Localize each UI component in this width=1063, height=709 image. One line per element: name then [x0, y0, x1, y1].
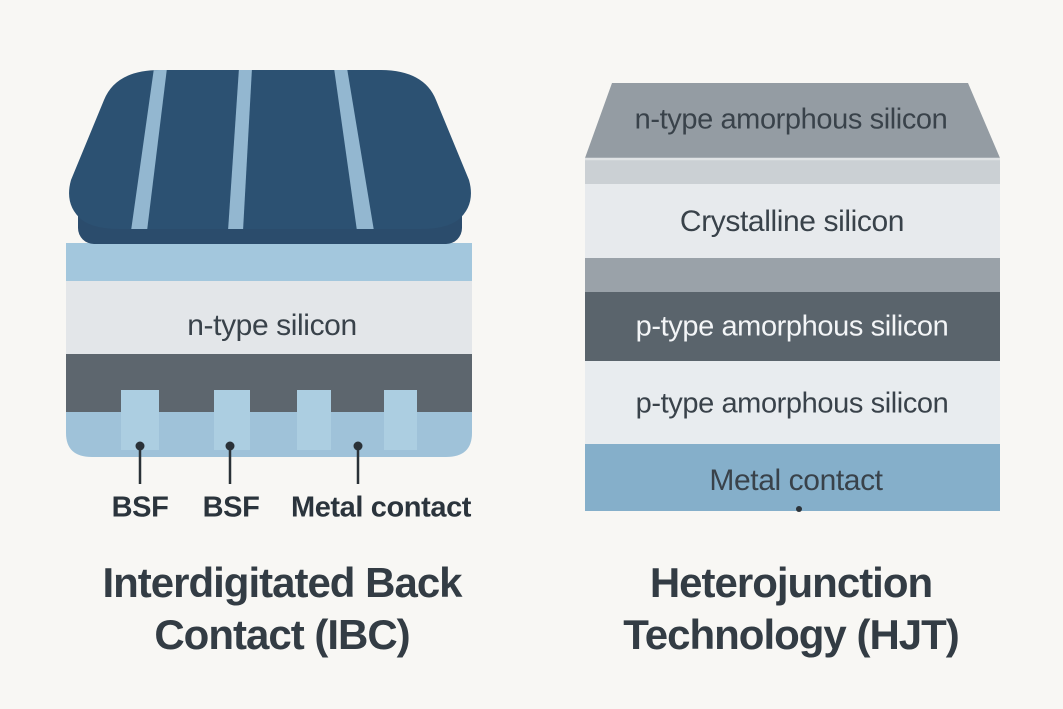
hjt-cell-illustration: [585, 83, 1000, 512]
hjt-band-light-gray: [585, 158, 1000, 184]
ibc-cell-illustration: [66, 70, 472, 484]
hjt-caption-line1: Heterojunction: [649, 559, 933, 606]
hjt-top-face: [585, 83, 1000, 158]
hjt-layer-label-p-type-1: p-type amorphous silicon: [635, 310, 949, 343]
hjt-p-type-light-layer: [585, 361, 1000, 444]
ibc-wafer-label: n-type silicon: [187, 309, 357, 342]
hjt-layer-label-crystalline: Crystalline silicon: [679, 205, 905, 238]
ibc-busbar-stripe: [334, 70, 374, 229]
leader-lines: [135, 441, 363, 484]
hjt-metal-contact-layer: [585, 444, 1000, 511]
leader-dot: [225, 441, 235, 451]
hjt-layer-label-p-type-2: p-type amorphous silicon: [635, 387, 949, 420]
ibc-finger: [214, 390, 250, 450]
ibc-annotation-bsf-1: BSF: [111, 491, 169, 524]
ibc-caption-line2: Contact (IBC): [154, 611, 410, 658]
ibc-arc-layer: [66, 243, 472, 281]
ibc-finger: [121, 390, 159, 450]
hjt-layer-label-n-type: n-type amorphous silicon: [634, 103, 948, 136]
hjt-layer-label-metal-contact: Metal contact: [709, 464, 883, 497]
ibc-busbar-stripe: [131, 70, 167, 229]
leader-dot: [135, 441, 145, 451]
hjt-crystalline-layer: [585, 184, 1000, 258]
leader-dot: [353, 441, 363, 451]
ibc-base-metal-layer: [66, 412, 472, 457]
ibc-top-face: [69, 70, 471, 229]
hjt-p-type-dark-layer: [585, 292, 1000, 361]
ibc-busbar-stripe: [228, 70, 252, 229]
stray-dot: [796, 506, 802, 512]
hjt-band-mid-gray: [585, 258, 1000, 292]
ibc-finger: [297, 390, 331, 450]
ibc-finger: [384, 390, 417, 450]
ibc-annotation-bsf-2: BSF: [202, 491, 260, 524]
hjt-caption-line2: Technology (HJT): [623, 611, 960, 658]
ibc-n-type-layer: [66, 281, 472, 354]
ibc-caption-line1: Interdigitated Back: [102, 559, 462, 606]
ibc-annotation-metal-contact: Metal contact: [290, 491, 472, 524]
